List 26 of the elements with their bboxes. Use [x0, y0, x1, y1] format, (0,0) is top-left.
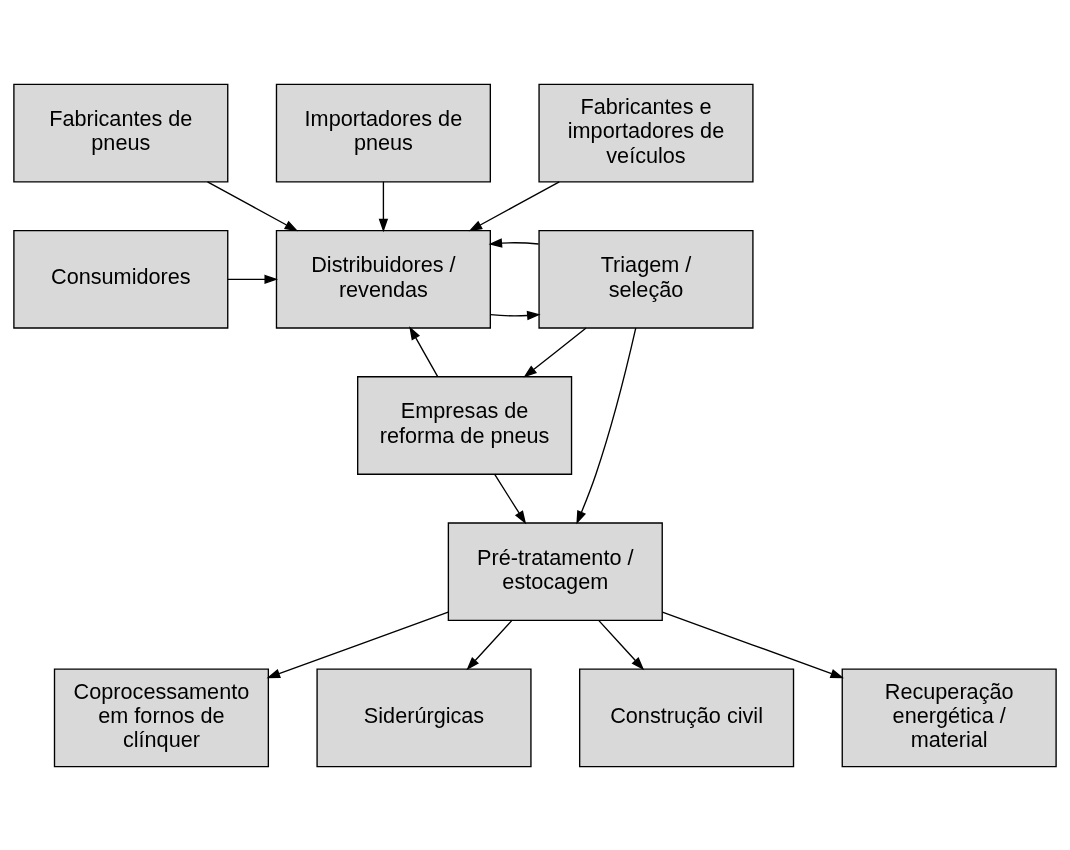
node-box: Pré-tratamento / estocagem — [447, 521, 663, 621]
arrow — [488, 237, 540, 248]
node-box: Fabricantes de pneus — [13, 83, 229, 183]
arrow — [378, 180, 389, 232]
arrow — [468, 180, 560, 231]
arrow — [576, 327, 637, 524]
arrow — [598, 619, 645, 670]
arrow — [227, 274, 278, 284]
node-box: Distribuidores / revendas — [275, 229, 491, 329]
arrow — [493, 473, 527, 524]
arrow — [206, 180, 299, 231]
node-box: Coprocessamento em fornos de clínquer — [53, 667, 270, 767]
node-box: Fabricantes e importadores de veículos — [538, 83, 754, 183]
arrow — [661, 610, 844, 678]
node-box: Triagem / seleção — [538, 229, 754, 329]
arrow — [409, 325, 439, 377]
node-box: Siderúrgicas — [316, 667, 532, 767]
arrow — [266, 610, 449, 678]
arrow — [489, 310, 541, 320]
node-box: Recuperação energética / material — [841, 667, 1057, 767]
arrow — [523, 326, 587, 378]
node-box: Importadores de pneus — [275, 83, 491, 183]
node-box: Consumidores — [13, 229, 229, 329]
arrow — [466, 619, 513, 670]
node-box: Construção civil — [579, 667, 795, 767]
node-box: Empresas de reforma de pneus — [357, 375, 573, 475]
